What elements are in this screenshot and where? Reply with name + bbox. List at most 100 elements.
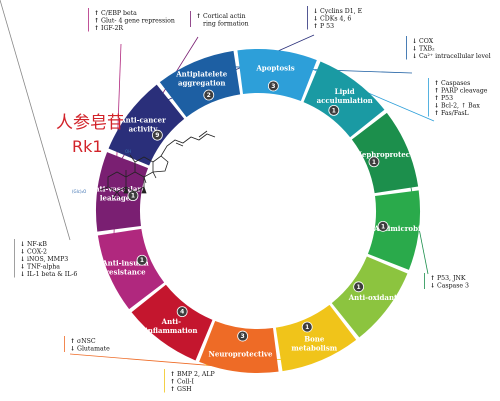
count-badge-number: 1 [131, 193, 135, 200]
structure-double-bond [175, 142, 184, 147]
up-arrow-icon: ↑ [94, 25, 99, 32]
annotation-item: Bcl-2, ↑ Bax [441, 103, 480, 110]
annotation-anti-insulin-resistance: ↑C/EBP beta↑Glut- 4 gene repression↑IGF-… [88, 8, 175, 32]
segment-arc [303, 61, 385, 138]
annotation-anti-inflammation: ↓NF-κB↓COX-2↓iNOS, MMP3↓TNF-alpha↓IL-1 b… [14, 239, 77, 278]
annotation-item: TNF-alpha [27, 264, 60, 271]
count-badge-number: 1 [305, 324, 309, 331]
segment-label: inflammation [145, 326, 197, 335]
count-badge [176, 306, 188, 318]
up-arrow-icon: ↑ [434, 95, 439, 102]
segment-label: Antiplatelete [175, 69, 228, 78]
segment-label: Apoptosis [255, 64, 294, 73]
annotation-bracket [307, 6, 308, 30]
annotation-item: Ca²⁺ intracellular level [419, 53, 491, 60]
structure-wedge-1 [123, 185, 129, 194]
segment-arc [108, 84, 185, 166]
down-arrow-icon: ↓ [412, 53, 417, 60]
annotation-item: PARP cleavage [441, 88, 488, 95]
leader-anti-inflammation [0, 0, 71, 241]
down-arrow-icon: ↓ [70, 346, 75, 353]
count-badge-number: 3 [241, 333, 245, 340]
annotation-item: COX-2 [27, 249, 47, 256]
up-arrow-icon: ↑ [70, 338, 75, 345]
down-arrow-icon: ↓ [313, 16, 318, 23]
ring: Anti-insulinresistance1Anti-vascularleak… [88, 49, 428, 373]
down-arrow-icon: ↓ [434, 103, 439, 110]
up-arrow-icon: ↑ [94, 18, 99, 25]
down-arrow-icon: ↓ [412, 46, 417, 53]
segment-arc [237, 49, 317, 102]
annotation-item: P 53 [320, 23, 334, 30]
segment-label: Anti-cancer [119, 115, 166, 124]
segment-label: Neuroprotective [208, 349, 272, 358]
down-arrow-icon: ↓ [20, 241, 25, 248]
annotation-bracket [64, 336, 65, 352]
annotation-bracket [190, 11, 191, 27]
up-arrow-icon: ↑ [434, 88, 439, 95]
segment-label: acculumlation [317, 96, 373, 105]
segment-label: Anti-insulin [101, 258, 149, 267]
annotation-item: ring formation [203, 21, 249, 28]
annotation-nephroprotection: ↑P53, JNK↓Caspase 3 [424, 273, 469, 290]
count-badge [267, 80, 279, 92]
structure-oh-label: OH [125, 149, 131, 154]
down-arrow-icon: ↓ [412, 38, 417, 45]
segment-label: leakage [100, 193, 131, 202]
structure-ring-b [125, 171, 145, 193]
segment-label: Bone [304, 335, 325, 344]
annotation-item: TXB₂ [419, 46, 435, 53]
annotation-item: IGF-2R [101, 25, 123, 32]
structure-methyl-2 [143, 176, 147, 184]
annotation-item: COX [419, 38, 434, 45]
segment-label: aggregation [178, 78, 226, 87]
annotation-item: NF-κB [27, 241, 47, 248]
segment-arc [97, 228, 165, 310]
annotation-bracket [88, 8, 89, 32]
segment-label: Antimicrobial [373, 224, 428, 233]
count-badge [328, 104, 340, 116]
annotation-bone-metabolism: ↑BMP 2, ALP↑Coll-I↑GSH [164, 369, 215, 393]
segment-arc [275, 304, 357, 372]
segment-label: Anti- [161, 317, 181, 326]
annotation-apoptosis: ↑Caspases↑PARP cleavage↑P53↓Bcl-2, ↑ Bax… [428, 78, 488, 117]
segment-arc [351, 112, 419, 194]
structure-oh-bond [129, 154, 136, 163]
annotation-item: iNOS, MMP3 [27, 256, 68, 263]
annotation-item: C/EBP beta [101, 10, 137, 17]
count-badge [151, 129, 163, 141]
annotation-item: Cyclins D1, E [320, 8, 363, 15]
count-badge [301, 321, 313, 333]
up-arrow-icon: ↑ [170, 379, 175, 386]
segment-arc [159, 50, 241, 118]
structure-side-chain [160, 133, 216, 157]
segment-neuroprotective: Neuroprotective 3 [199, 320, 279, 373]
annotation-item: Cortical actin [203, 13, 246, 20]
segment-label: Nephroprotection [356, 150, 426, 159]
up-arrow-icon: ↑ [170, 386, 175, 393]
annotation-neuroprotective: ↑σNSC↓Glutamate [64, 336, 110, 353]
down-arrow-icon: ↓ [313, 8, 318, 15]
annotation-bracket [424, 273, 425, 289]
structure-gem-dimethyl [112, 191, 122, 199]
count-badge [203, 89, 215, 101]
structure-sugar-label: (Glc)₂O [72, 189, 86, 194]
compound-name-cn: 人参皂苷 [56, 113, 124, 133]
annotation-item: BMP 2, ALP [177, 371, 215, 378]
segment-arc [367, 190, 420, 270]
annotation-item: Coll-I [177, 379, 195, 386]
count-badge [377, 220, 389, 232]
annotation-item: σNSC [77, 338, 96, 345]
segment-label: Lipid [335, 87, 355, 96]
segment-label: resistance [105, 267, 146, 276]
down-arrow-icon: ↓ [20, 271, 25, 278]
